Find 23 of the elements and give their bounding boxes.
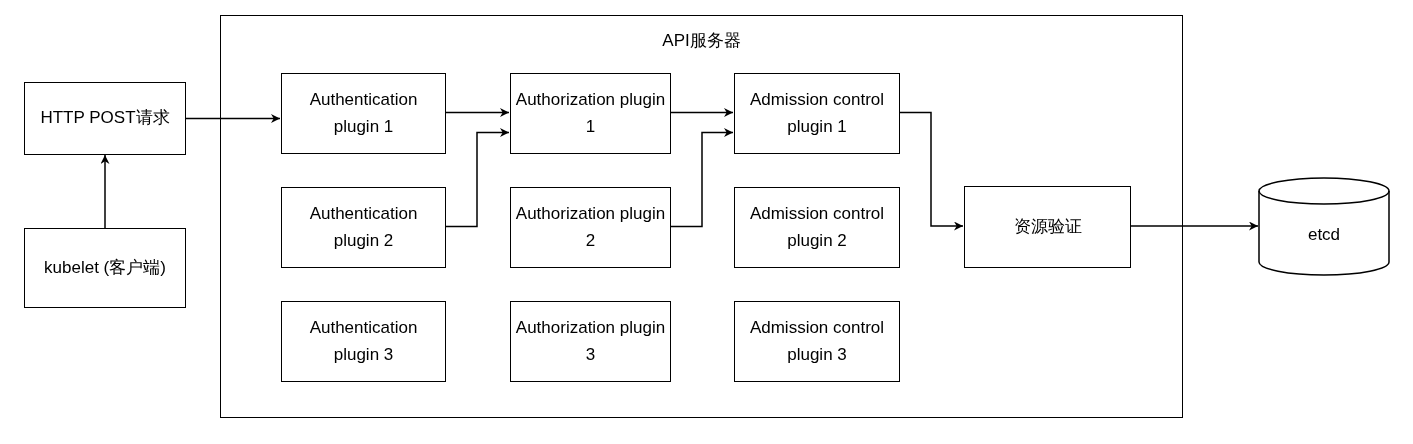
process-box: Admission control plugin 1: [734, 73, 900, 154]
frame-title: API服务器: [662, 30, 741, 52]
process-box: Authorization plugin 3: [510, 301, 671, 382]
process-box: Admission control plugin 2: [734, 187, 900, 268]
process-box: Authentication plugin 2: [281, 187, 446, 268]
arrow: [669, 128, 734, 228]
server-frame: [220, 15, 1183, 418]
process-box: Authorization plugin 1: [510, 73, 671, 154]
arrow: [100, 154, 110, 229]
process-box: Authentication plugin 3: [281, 301, 446, 382]
arrow: [444, 108, 510, 117]
database-cylinder: etcd: [1258, 178, 1390, 275]
arrow: [444, 128, 510, 228]
arrow: [898, 111, 964, 231]
process-box: kubelet (客户端): [24, 228, 186, 308]
process-box: 资源验证: [964, 186, 1131, 268]
arrow: [669, 108, 734, 117]
process-box: Authorization plugin 2: [510, 187, 671, 268]
process-box: Authentication plugin 1: [281, 73, 446, 154]
arrow: [1129, 221, 1259, 231]
process-box: Admission control plugin 3: [734, 301, 900, 382]
arrow: [185, 114, 281, 123]
process-box: HTTP POST请求: [24, 82, 186, 155]
